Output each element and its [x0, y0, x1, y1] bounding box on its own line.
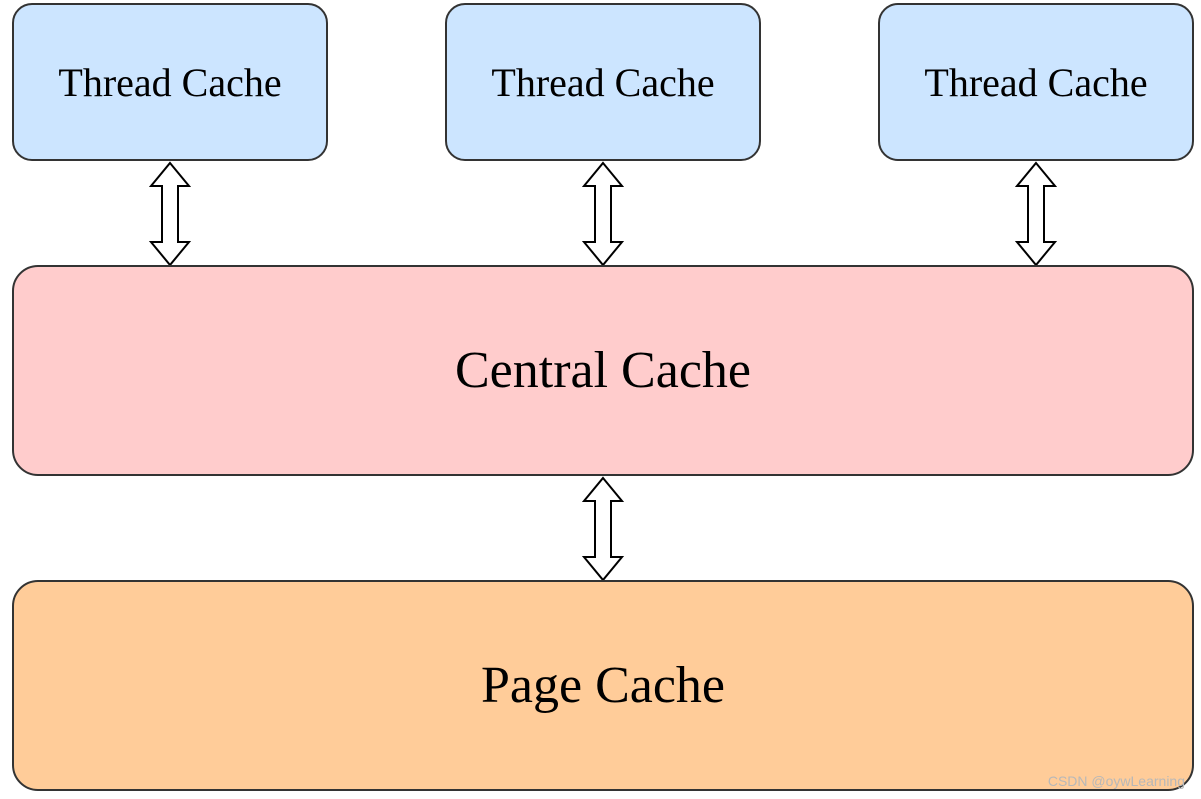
- page-cache-box: Page Cache: [12, 580, 1194, 791]
- thread-cache-label-2: Thread Cache: [491, 59, 715, 105]
- thread-cache-label-1: Thread Cache: [58, 59, 282, 105]
- thread-cache-label-3: Thread Cache: [924, 59, 1148, 105]
- thread-cache-box-1: Thread Cache: [12, 3, 328, 161]
- watermark: CSDN @oywLearning: [1047, 773, 1185, 789]
- thread-cache-box-3: Thread Cache: [878, 3, 1194, 161]
- double-arrow-thread-1-central: [148, 161, 192, 267]
- thread-cache-box-2: Thread Cache: [445, 3, 761, 161]
- page-cache-label: Page Cache: [480, 657, 725, 714]
- double-arrow-thread-2-central: [581, 161, 625, 267]
- double-arrow-central-page: [581, 476, 625, 582]
- central-cache-label: Central Cache: [455, 342, 751, 399]
- double-arrow-thread-3-central: [1014, 161, 1058, 267]
- central-cache-box: Central Cache: [12, 265, 1194, 476]
